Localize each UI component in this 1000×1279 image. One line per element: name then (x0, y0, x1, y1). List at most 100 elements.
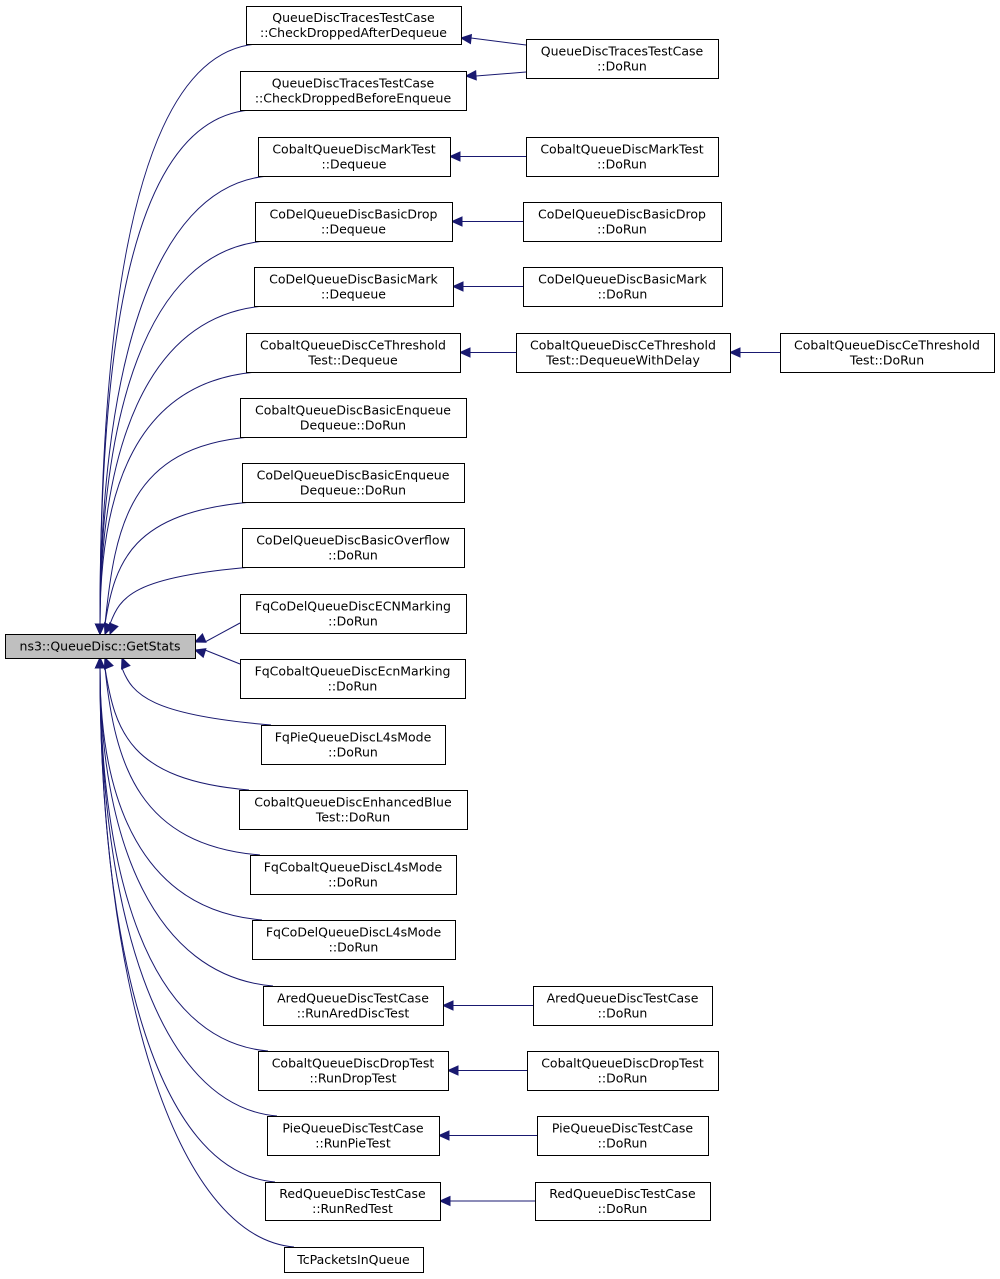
graph-node-n8[interactable]: CoDelQueueDiscBasicMark::Dequeue (254, 267, 454, 307)
edge-n15-to-root-arrowhead (109, 622, 119, 636)
edge-n20-to-root (104, 667, 261, 856)
graph-node-n13[interactable]: CobaltQueueDiscBasicEnqueueDequeue::DoRu… (240, 398, 467, 438)
node-box (252, 920, 456, 960)
node-label-line: CoDelQueueDiscBasicMark (538, 272, 707, 287)
node-box (250, 855, 457, 895)
node-label-line: ::DoRun (598, 1006, 648, 1021)
node-label-line: ::DoRun (598, 1071, 648, 1086)
node-box (240, 398, 467, 438)
graph-node-n1[interactable]: QueueDiscTracesTestCase::CheckDroppedAft… (246, 6, 462, 45)
edge-n26-to-root (99, 667, 278, 1117)
graph-node-n15[interactable]: CoDelQueueDiscBasicOverflow::DoRun (242, 528, 465, 568)
graph-node-n28[interactable]: RedQueueDiscTestCase::RunRedTest (265, 1182, 441, 1221)
graph-node-n7[interactable]: CoDelQueueDiscBasicDrop::DoRun (523, 202, 722, 242)
graph-node-n11[interactable]: CobaltQueueDiscCeThresholdTest::DequeueW… (516, 333, 731, 373)
node-label-line: AredQueueDiscTestCase (547, 991, 699, 1006)
node-box (246, 6, 462, 45)
graph-node-n22[interactable]: AredQueueDiscTestCase::RunAredDiscTest (263, 986, 444, 1026)
node-box (240, 659, 466, 699)
graph-node-n20[interactable]: FqCobaltQueueDiscL4sMode::DoRun (250, 855, 457, 895)
node-label-line: ::Dequeue (321, 287, 386, 302)
node-label-line: CobaltQueueDiscCeThreshold (530, 338, 716, 353)
graph-node-n2[interactable]: QueueDiscTracesTestCase::DoRun (526, 39, 719, 79)
node-box (242, 463, 465, 503)
node-label-line: Test::DequeueWithDelay (545, 353, 700, 368)
node-label-line: ::CheckDroppedBeforeEnqueue (255, 91, 452, 106)
edge-n5-to-n4-arrowhead (448, 151, 461, 162)
edge-n8-to-root (99, 305, 265, 625)
edge-n17-to-root-arrowhead (193, 648, 207, 659)
graph-node-n27[interactable]: PieQueueDiscTestCase::DoRun (537, 1116, 709, 1156)
edge-n3-to-root (99, 109, 251, 625)
node-label-line: ::Dequeue (321, 222, 386, 237)
node-box (526, 137, 719, 177)
node-label-line: CobaltQueueDiscMarkTest (540, 142, 703, 157)
node-label-line: ::DoRun (598, 1201, 648, 1216)
node-label-line: ::DoRun (328, 614, 378, 629)
node-label-line: CobaltQueueDiscDropTest (541, 1056, 704, 1071)
graph-node-n24[interactable]: CobaltQueueDiscDropTest::RunDropTest (258, 1051, 449, 1091)
node-label-line: ::Dequeue (322, 157, 387, 172)
graph-node-n17[interactable]: FqCobaltQueueDiscEcnMarking::DoRun (240, 659, 466, 699)
graph-node-n4[interactable]: CobaltQueueDiscMarkTest::Dequeue (258, 137, 451, 177)
node-label-line: ::RunRedTest (312, 1201, 393, 1216)
node-box (242, 528, 465, 568)
node-label-line: ::CheckDroppedAfterDequeue (260, 25, 447, 40)
edge-n21-to-root (99, 667, 263, 921)
graph-node-n25[interactable]: CobaltQueueDiscDropTest::DoRun (527, 1051, 719, 1091)
node-label-line: CoDelQueueDiscBasicDrop (538, 207, 706, 222)
graph-node-n6[interactable]: CoDelQueueDiscBasicDrop::Dequeue (255, 202, 453, 242)
node-label-line: Test::DoRun (849, 353, 924, 368)
node-box (240, 71, 467, 111)
node-box (239, 790, 468, 830)
edge-n25-to-n24-arrowhead (446, 1065, 459, 1076)
node-box (537, 1116, 709, 1156)
graph-node-n23[interactable]: AredQueueDiscTestCase::DoRun (533, 986, 713, 1026)
node-label-line: ::RunDropTest (309, 1071, 396, 1086)
graph-node-n26[interactable]: PieQueueDiscTestCase::RunPieTest (267, 1116, 440, 1156)
graph-node-n3[interactable]: QueueDiscTracesTestCase::CheckDroppedBef… (240, 71, 467, 111)
node-box (255, 202, 453, 242)
node-box (516, 333, 731, 373)
edge-n28-to-root (99, 667, 276, 1183)
edge-n22-to-root (99, 667, 274, 987)
graph-node-n5[interactable]: CobaltQueueDiscMarkTest::DoRun (526, 137, 719, 177)
node-label-line: CobaltQueueDiscMarkTest (272, 142, 435, 157)
graph-node-n18[interactable]: FqPieQueueDiscL4sMode::DoRun (261, 725, 446, 765)
edge-n10-to-root (99, 371, 257, 625)
node-box (263, 986, 444, 1026)
node-label-line: CoDelQueueDiscBasicDrop (270, 207, 438, 222)
node-label-line: QueueDiscTracesTestCase (272, 10, 435, 25)
node-label-line: CobaltQueueDiscBasicEnqueue (255, 403, 451, 418)
node-box (523, 202, 722, 242)
graph-node-n9[interactable]: CoDelQueueDiscBasicMark::DoRun (523, 267, 723, 307)
node-label-line: RedQueueDiscTestCase (279, 1186, 426, 1201)
node-label-line: CoDelQueueDiscBasicEnqueue (257, 468, 450, 483)
graph-node-n21[interactable]: FqCoDelQueueDiscL4sMode::DoRun (252, 920, 456, 960)
node-label-line: CoDelQueueDiscBasicMark (269, 272, 438, 287)
node-box (258, 1051, 449, 1091)
node-box (527, 1051, 719, 1091)
node-label-line: TcPacketsInQueue (296, 1252, 410, 1267)
root-node[interactable]: ns3::QueueDisc::GetStats (5, 634, 196, 659)
graph-node-n30[interactable]: TcPacketsInQueue (284, 1247, 424, 1273)
node-label-line: Test::DoRun (315, 810, 390, 825)
graph-node-n29[interactable]: RedQueueDiscTestCase::DoRun (535, 1182, 711, 1221)
edge-n18-to-root (121, 667, 272, 726)
node-label-line: ::RunPieTest (315, 1136, 391, 1151)
node-box (284, 1247, 424, 1273)
edge-n16-to-root-arrowhead (193, 633, 207, 643)
node-box (533, 986, 713, 1026)
node-label-line: Dequeue::DoRun (300, 483, 406, 498)
node-label-line: PieQueueDiscTestCase (282, 1121, 423, 1136)
node-box (261, 725, 446, 765)
graph-node-n16[interactable]: FqCoDelQueueDiscECNMarking::DoRun (240, 594, 467, 634)
edge-n19-to-root (104, 667, 250, 791)
node-label-line: QueueDiscTracesTestCase (541, 44, 704, 59)
node-label-line: CobaltQueueDiscDropTest (272, 1056, 435, 1071)
